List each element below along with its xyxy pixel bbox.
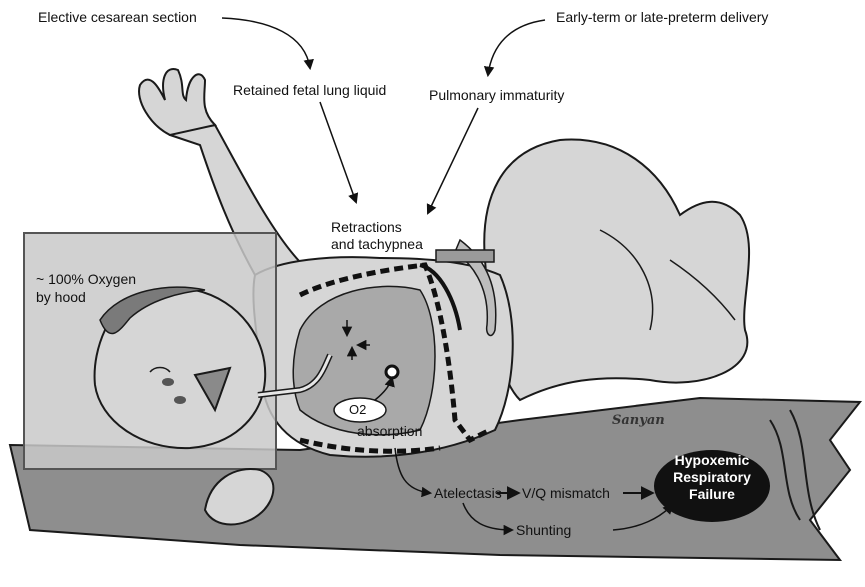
arrow-immaturity [428,108,478,213]
label-absorption: absorption [357,422,422,440]
failure-line-1: Hypoxemic [653,452,771,469]
label-immaturity: Pulmonary immaturity [429,86,564,104]
label-atelectasis: Atelectasis [434,484,502,502]
label-o2: O2 [349,401,366,419]
eye-left [162,378,174,386]
label-elective: Elective cesarean section [38,8,197,26]
label-vq: V/Q mismatch [522,484,610,502]
label-retractions-1: Retractions [331,218,402,236]
hand [139,69,215,135]
cord-clamp [436,250,494,262]
eye-right [174,396,186,404]
label-oxygen-2: by hood [36,288,86,306]
label-retained: Retained fetal lung liquid [233,81,386,99]
arrow-elective [222,18,310,68]
failure-line-3: Failure [653,486,771,503]
failure-line-2: Respiratory [653,469,771,486]
arrow-retained [320,102,356,202]
artist-signature: Sanyan [612,413,665,428]
label-shunting: Shunting [516,521,571,539]
label-oxygen-1: ~ 100% Oxygen [36,270,136,288]
o2-bubble [386,366,398,378]
label-early-term: Early-term or late-preterm delivery [556,8,768,26]
failure-text: Hypoxemic Respiratory Failure [653,452,771,503]
label-retractions-2: and tachypnea [331,235,423,253]
arrow-earlyterm [488,20,545,75]
legs [484,140,749,400]
